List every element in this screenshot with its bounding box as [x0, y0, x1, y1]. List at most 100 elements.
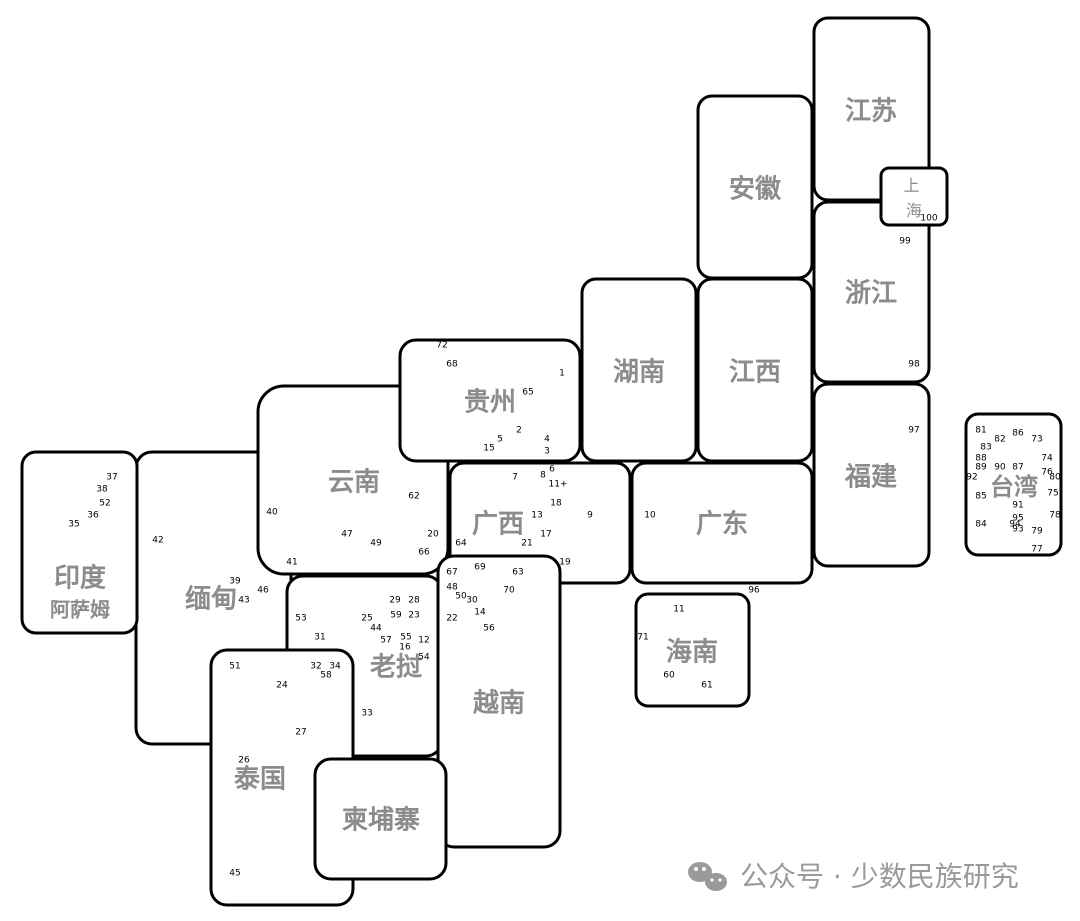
- sample-point-12: 12: [418, 636, 429, 646]
- sample-point-97: 97: [908, 426, 919, 436]
- region-shapes: [20, 16, 1063, 907]
- label-fujian: 福建: [844, 463, 897, 493]
- region-jiangsu: [812, 16, 931, 202]
- label-zhejiang: 浙江: [845, 279, 897, 309]
- sample-point-10: 10: [644, 511, 656, 521]
- label-guizhou: 贵州: [464, 388, 516, 418]
- sample-point-14: 14: [474, 608, 486, 618]
- sample-point-100: 100: [920, 214, 937, 224]
- sample-point-24: 24: [276, 681, 288, 691]
- sample-point-52: 52: [99, 499, 110, 509]
- sample-point-45: 45: [229, 869, 240, 879]
- sample-point-61: 61: [701, 681, 712, 691]
- watermark: 公众号 · 少数民族研究: [688, 860, 1019, 893]
- sample-point-76: 76: [1041, 468, 1053, 478]
- region-hainan: [634, 592, 751, 708]
- region-india: [20, 450, 139, 635]
- sample-point-51: 51: [229, 662, 240, 672]
- sample-point-11plus: 11+: [549, 480, 568, 490]
- sample-point-1: 1: [559, 369, 565, 379]
- sample-point-30: 30: [466, 596, 478, 606]
- sample-point-89: 89: [975, 463, 987, 473]
- sample-point-23: 23: [408, 611, 419, 621]
- sample-point-37: 37: [106, 473, 117, 483]
- sample-point-72: 72: [436, 341, 447, 351]
- sample-point-83: 83: [980, 443, 991, 453]
- label-india: 印度: [54, 563, 106, 594]
- label-vietnam: 越南: [473, 689, 525, 719]
- sample-point-3: 3: [544, 447, 550, 457]
- sample-point-56: 56: [483, 624, 495, 634]
- sample-point-75: 75: [1047, 489, 1058, 499]
- sample-point-71: 71: [637, 633, 648, 643]
- label-yunnan: 云南: [328, 468, 380, 498]
- sample-point-41: 41: [286, 558, 297, 568]
- sample-point-25: 25: [361, 614, 372, 624]
- sample-point-39: 39: [229, 577, 241, 587]
- sample-point-42: 42: [152, 536, 163, 546]
- sample-point-40: 40: [266, 508, 278, 518]
- sample-point-4: 4: [544, 435, 550, 445]
- sample-point-64: 64: [455, 539, 467, 549]
- label-jiangsu: 江苏: [845, 97, 897, 127]
- label-laos: 老挝: [370, 653, 422, 683]
- sample-point-7: 7: [512, 473, 518, 483]
- wechat-icon: [688, 862, 727, 891]
- sample-point-85: 85: [975, 492, 986, 502]
- sample-point-59: 59: [390, 611, 402, 621]
- label-shanghai: 上 海: [903, 176, 924, 220]
- sample-point-19: 19: [559, 558, 571, 568]
- label-thailand: 泰国: [234, 765, 286, 795]
- sample-point-53: 53: [295, 614, 306, 624]
- region-jiangxi: [696, 277, 814, 463]
- sample-point-38: 38: [96, 485, 108, 495]
- sample-point-88: 88: [975, 454, 987, 464]
- label-jiangxi: 江西: [729, 358, 781, 388]
- sample-point-36: 36: [87, 511, 99, 521]
- sample-point-74: 74: [1041, 454, 1053, 464]
- sample-point-35: 35: [68, 520, 79, 530]
- label-hunan: 湖南: [613, 358, 665, 388]
- sample-point-13: 13: [531, 511, 542, 521]
- region-cambodia: [313, 757, 448, 881]
- sample-point-63: 63: [512, 568, 523, 578]
- region-taiwan: [964, 412, 1063, 557]
- sample-point-31: 31: [314, 633, 325, 643]
- label-guangdong: 广东: [696, 509, 748, 540]
- sample-point-60: 60: [663, 671, 675, 681]
- sample-point-90: 90: [994, 463, 1006, 473]
- sample-point-21: 21: [521, 539, 532, 549]
- sample-point-29: 29: [389, 596, 401, 606]
- region-zhejiang: [812, 200, 931, 384]
- region-vietnam: [436, 554, 562, 849]
- sample-point-43: 43: [238, 596, 249, 606]
- sample-point-47: 47: [341, 530, 352, 540]
- sample-point-58: 58: [320, 671, 332, 681]
- sample-point-27: 27: [295, 728, 306, 738]
- sample-point-11: 11: [673, 605, 684, 615]
- sample-point-84: 84: [975, 520, 987, 530]
- sample-point-67: 67: [446, 568, 457, 578]
- sample-point-95: 95: [1012, 514, 1023, 524]
- sample-point-15: 15: [483, 444, 494, 454]
- label-taiwan: 台湾: [990, 473, 1038, 501]
- label-anhui: 安徽: [729, 175, 782, 205]
- sample-point-34: 34: [329, 662, 341, 672]
- sample-point-93: 93: [1012, 525, 1023, 535]
- label-assam: 阿萨姆: [50, 598, 110, 622]
- sample-point-66: 66: [418, 548, 430, 558]
- sample-point-81: 81: [975, 426, 986, 436]
- sample-point-96: 96: [748, 586, 760, 596]
- sample-point-80: 80: [1049, 473, 1061, 483]
- sample-point-82: 82: [994, 435, 1005, 445]
- sample-point-6: 6: [549, 465, 555, 475]
- sample-point-69: 69: [474, 563, 486, 573]
- sample-point-94: 94: [1009, 520, 1021, 530]
- sample-point-33: 33: [361, 709, 372, 719]
- sample-point-91: 91: [1012, 501, 1023, 511]
- sample-point-73: 73: [1031, 435, 1042, 445]
- sample-point-16: 16: [399, 643, 411, 653]
- sample-point-8: 8: [540, 471, 546, 481]
